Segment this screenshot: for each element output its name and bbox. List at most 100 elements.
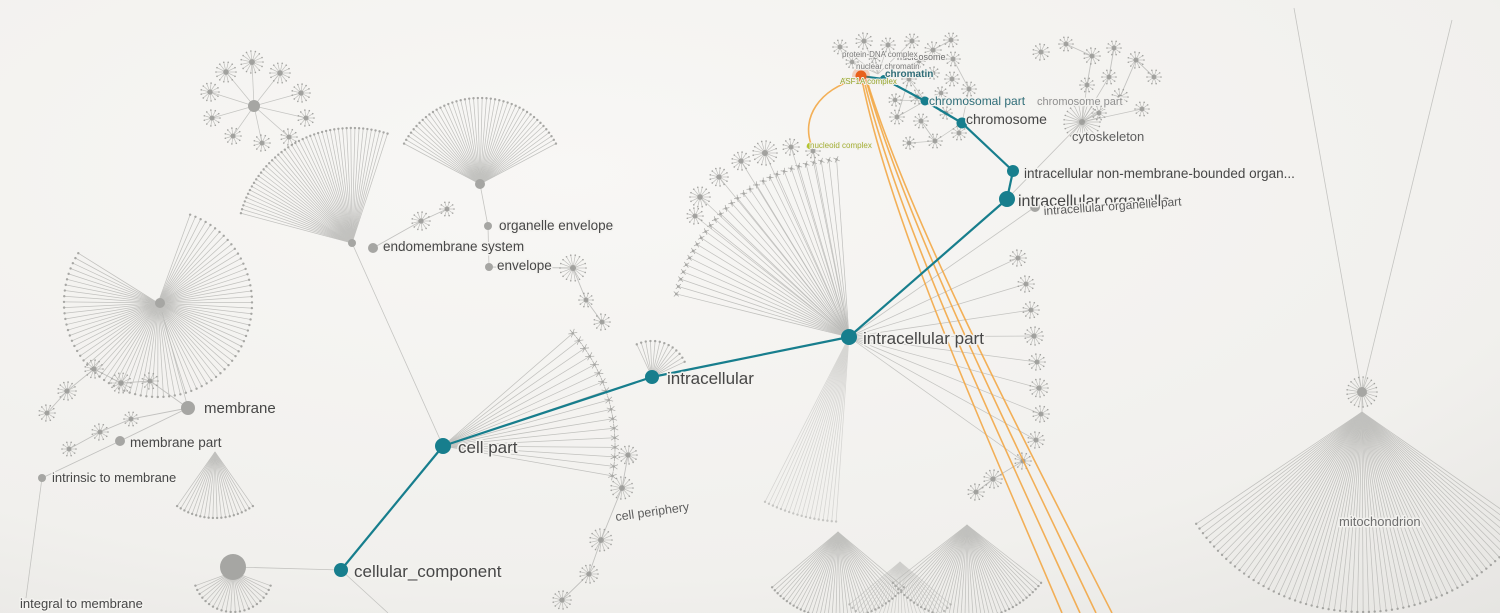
cluster-node[interactable] (924, 41, 942, 59)
cluster-node[interactable] (240, 50, 264, 74)
cluster-node[interactable] (253, 134, 271, 152)
graph-node[interactable] (1030, 202, 1040, 212)
label-asf1a-complex[interactable]: ASF1A complex (839, 76, 898, 87)
cluster-node[interactable] (610, 476, 634, 500)
cluster-node[interactable] (927, 133, 943, 149)
label-membrane[interactable]: membrane (203, 399, 278, 419)
cluster-node[interactable] (141, 372, 159, 390)
node-intracellular[interactable] (645, 370, 659, 384)
label-cell-part[interactable]: cell part (457, 437, 520, 459)
label-intracellular-part[interactable]: intracellular part (862, 328, 986, 350)
label-envelope[interactable]: envelope (496, 257, 554, 275)
cluster-node[interactable] (1146, 69, 1162, 85)
cluster-node[interactable] (832, 39, 848, 55)
node-query-highlight[interactable] (806, 142, 814, 150)
cluster-node[interactable] (782, 138, 800, 156)
cluster-node[interactable] (945, 51, 961, 67)
label-intracellular-non-membrane-bounded-organelle[interactable]: intracellular non-membrane-bounded organ… (1023, 165, 1297, 183)
cluster-node[interactable] (902, 136, 916, 150)
cluster-node[interactable] (1022, 301, 1040, 319)
cluster-node[interactable] (1009, 249, 1027, 267)
cluster-node[interactable] (291, 83, 311, 103)
cluster-node[interactable] (1029, 378, 1049, 398)
cluster-node[interactable] (224, 127, 242, 145)
node-cell_part[interactable] (435, 438, 451, 454)
cluster-node[interactable] (1079, 77, 1095, 93)
cluster-node[interactable] (57, 381, 77, 401)
cluster-node[interactable] (1091, 105, 1107, 121)
node-chromatin[interactable] (880, 75, 888, 83)
cluster-node[interactable] (944, 71, 960, 87)
node-chromosome[interactable] (956, 117, 968, 129)
cluster-node[interactable] (280, 128, 298, 146)
cluster-node[interactable] (439, 201, 455, 217)
cluster-node[interactable] (1017, 275, 1035, 293)
cluster-node[interactable] (889, 109, 905, 125)
cluster-node[interactable] (926, 66, 940, 80)
cluster-node[interactable] (913, 113, 929, 129)
label-protein-dna-complex[interactable]: protein-DNA complex (841, 49, 919, 60)
node-intracellular_organelle[interactable] (999, 191, 1015, 207)
label-organelle-envelope[interactable]: organelle envelope (498, 217, 615, 235)
cluster-node[interactable] (1063, 103, 1101, 141)
graph-node[interactable] (348, 239, 356, 247)
cluster-node[interactable] (1106, 40, 1122, 56)
cluster-node[interactable] (689, 186, 711, 208)
cluster-node[interactable] (38, 404, 56, 422)
node-nucleosome-highlight[interactable] (855, 70, 867, 82)
cluster-node[interactable] (1111, 88, 1129, 106)
cluster-node[interactable] (1014, 452, 1032, 470)
cluster-node[interactable] (215, 61, 237, 83)
cluster-node[interactable] (961, 81, 977, 97)
node-query-highlight[interactable] (842, 77, 850, 85)
label-nucleoid-complex[interactable]: nucleoid complex (809, 140, 873, 151)
label-integral-to-membrane[interactable]: integral to membrane (19, 595, 145, 613)
cluster-node[interactable] (888, 93, 902, 107)
cluster-node[interactable] (752, 140, 778, 166)
graph-node[interactable] (475, 179, 485, 189)
cluster-node[interactable] (411, 211, 431, 231)
cluster-node[interactable] (845, 55, 859, 69)
cluster-node[interactable] (1134, 101, 1150, 117)
label-chromatin[interactable]: chromatin (884, 68, 934, 81)
cluster-node[interactable] (579, 564, 599, 584)
cluster-node[interactable] (269, 62, 291, 84)
label-intracellular[interactable]: intracellular (666, 368, 756, 390)
graph-node[interactable] (115, 436, 125, 446)
node-cellular_component[interactable] (334, 563, 348, 577)
label-intrinsic-to-membrane[interactable]: intrinsic to membrane (51, 469, 178, 487)
label-nucleosome[interactable]: nucleosome (896, 51, 947, 63)
cluster-node[interactable] (731, 151, 751, 171)
label-membrane-part[interactable]: membrane part (129, 434, 224, 452)
graph-node[interactable] (155, 298, 165, 308)
cluster-node[interactable] (709, 167, 729, 187)
cluster-node[interactable] (1127, 51, 1145, 69)
cluster-node[interactable] (901, 71, 917, 87)
graph-node[interactable] (368, 243, 378, 253)
cluster-node[interactable] (578, 292, 594, 308)
cluster-node[interactable] (1032, 43, 1050, 61)
cluster-node[interactable] (123, 411, 139, 427)
cluster-node[interactable] (559, 254, 587, 282)
label-endomembrane-system[interactable]: endomembrane system (382, 238, 526, 256)
label-chromosomal-part[interactable]: chromosomal part (928, 93, 1028, 110)
node-intracellular_part[interactable] (841, 329, 857, 345)
graph-node[interactable] (248, 100, 260, 112)
cluster-node[interactable] (297, 109, 315, 127)
cluster-node[interactable] (589, 528, 613, 552)
cluster-node[interactable] (110, 372, 132, 394)
cluster-node[interactable] (200, 82, 220, 102)
cluster-node[interactable] (1083, 47, 1101, 65)
label-mitochondrion[interactable]: mitochondrion (1338, 513, 1423, 531)
graph-node[interactable] (484, 222, 492, 230)
cluster-node[interactable] (1024, 326, 1044, 346)
node-non_membrane_bounded_organelle[interactable] (1007, 165, 1019, 177)
cluster-node[interactable] (912, 54, 926, 68)
cluster-node[interactable] (1101, 69, 1117, 85)
cluster-node[interactable] (943, 32, 959, 48)
cluster-node[interactable] (61, 441, 77, 457)
label-cellular-component[interactable]: cellular_component (353, 561, 504, 583)
cluster-node[interactable] (934, 86, 948, 100)
